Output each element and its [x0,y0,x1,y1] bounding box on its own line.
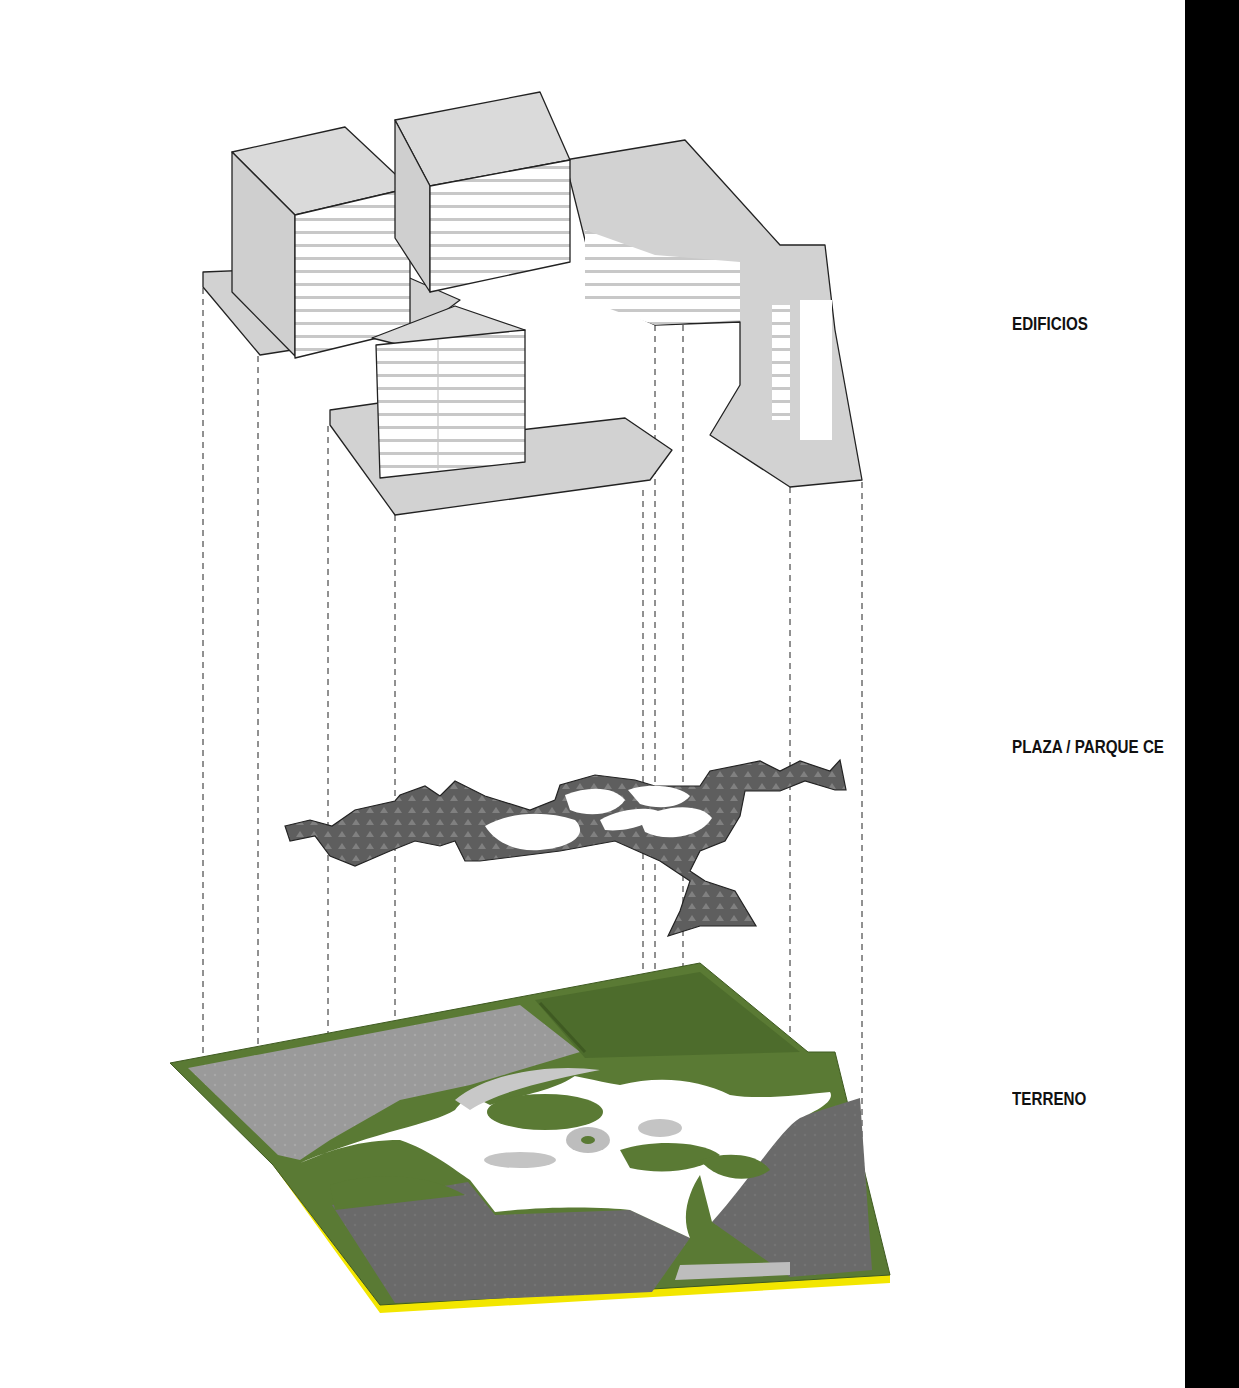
terrain [170,963,890,1313]
layer-label: TERRENO [1012,1089,1086,1110]
layer-label: PLAZA / PARQUE CE [1012,737,1164,758]
buildings [203,92,862,515]
side-bar [1185,0,1239,1388]
layer-label: EDIFICIOS [1012,314,1088,335]
plaza-slab [285,760,846,936]
